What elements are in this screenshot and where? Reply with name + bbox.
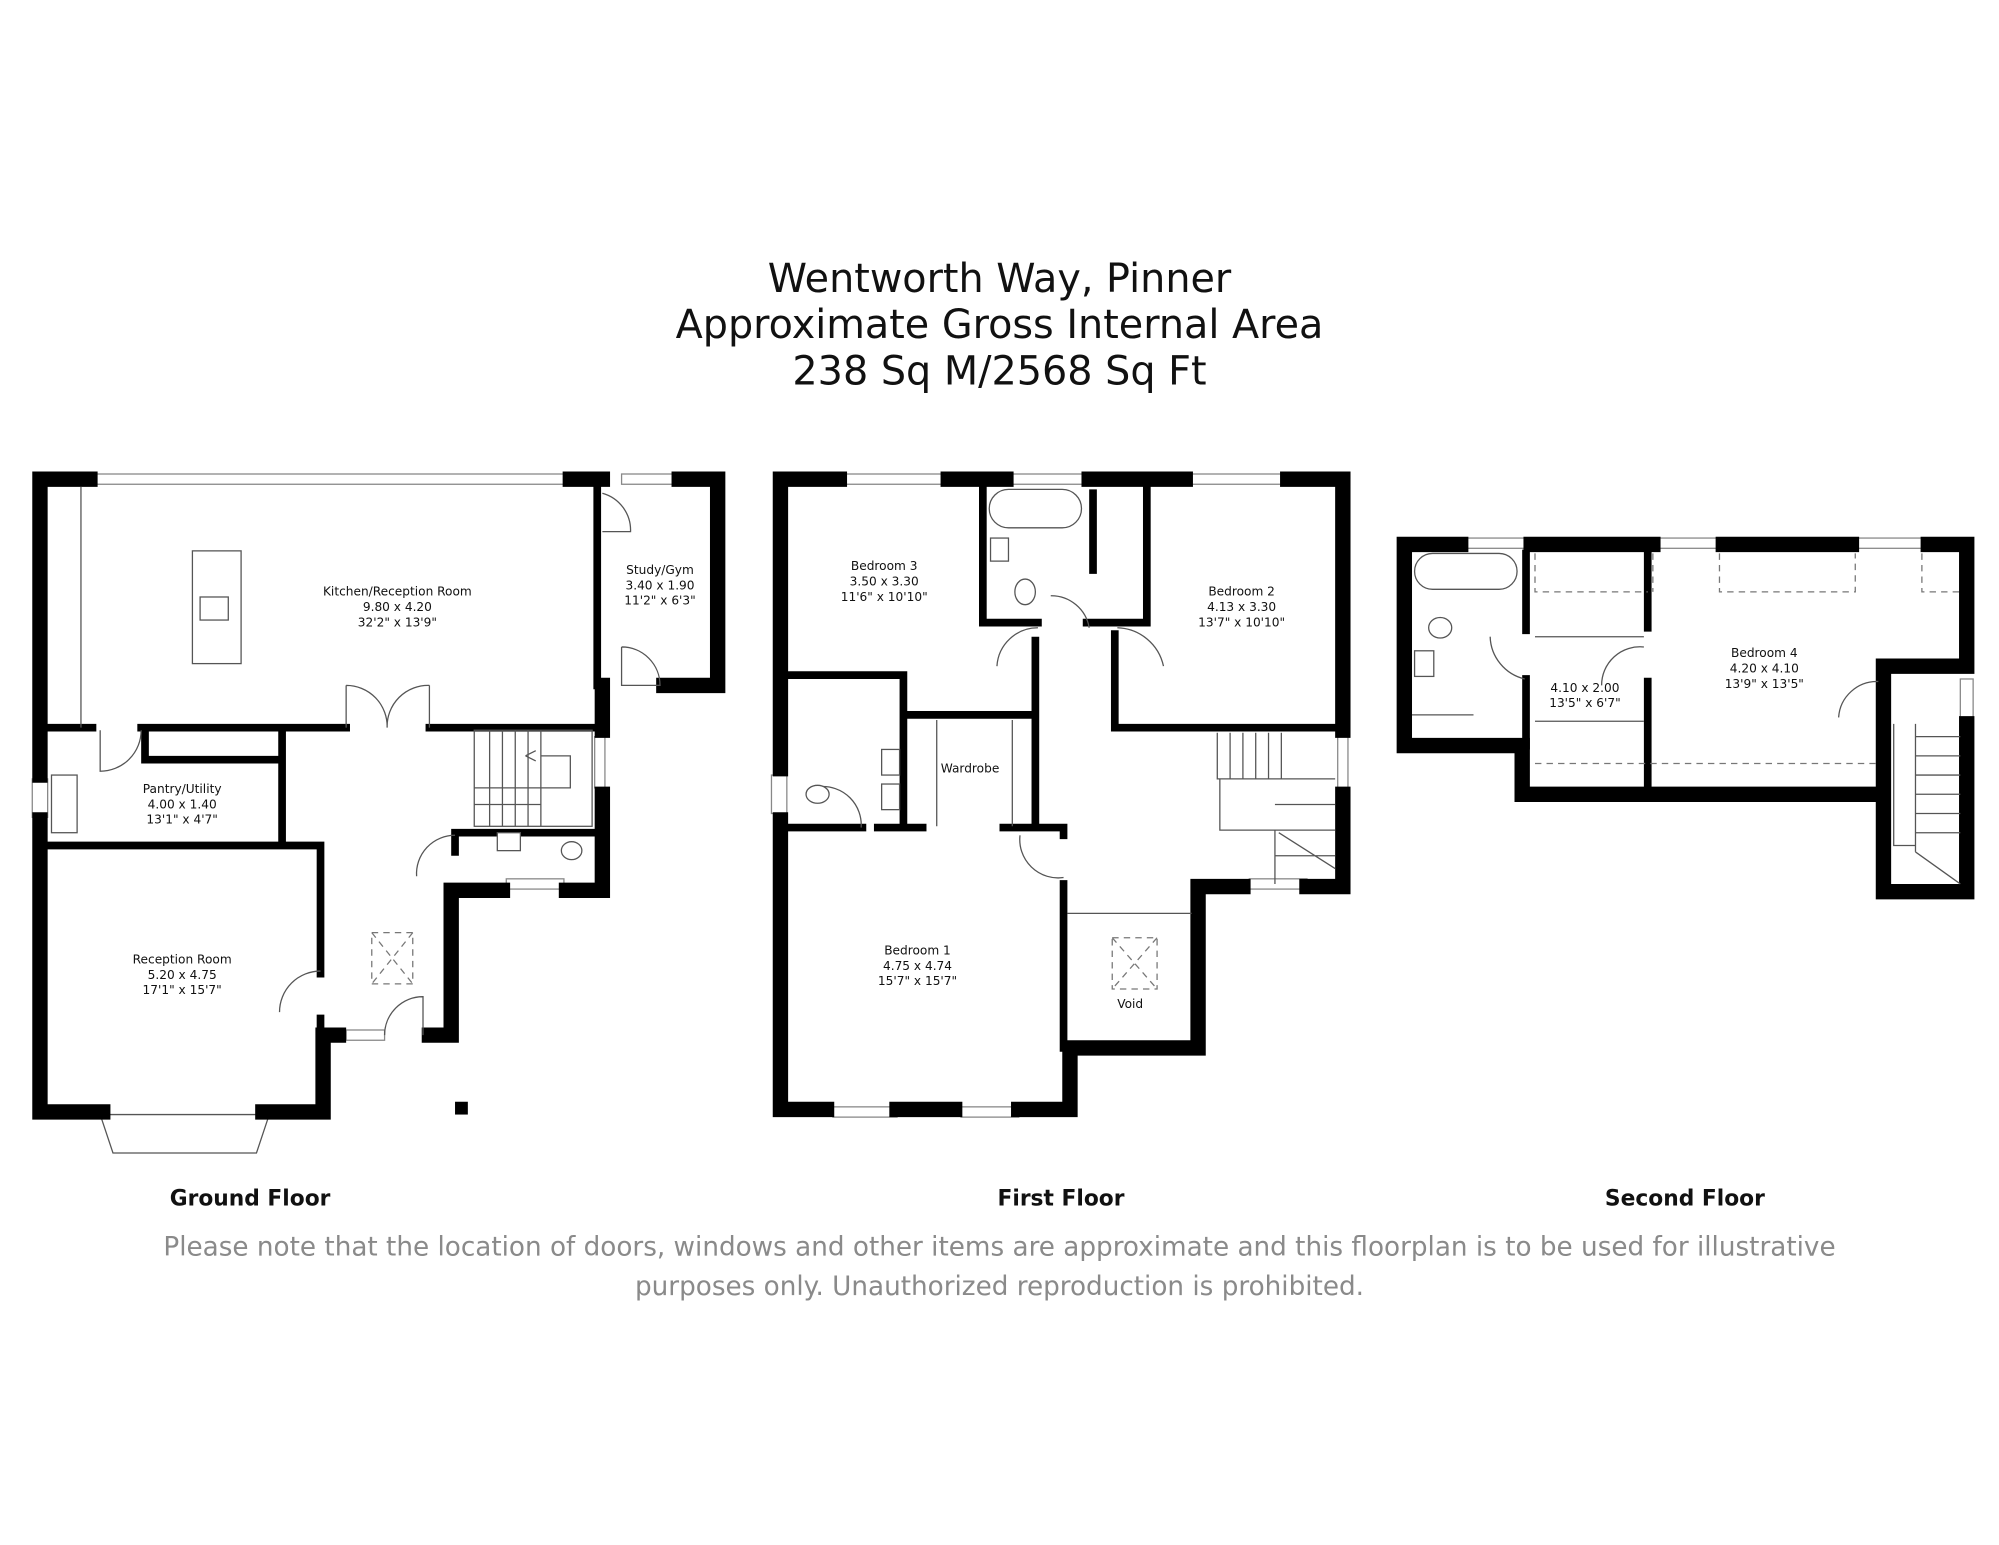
room-metric: 3.40 x 1.90 <box>625 578 694 592</box>
window <box>845 473 943 485</box>
staircase <box>473 729 593 827</box>
toilet-icon <box>1428 616 1453 639</box>
window <box>89 473 571 485</box>
toilet-icon <box>1014 578 1037 606</box>
door <box>415 834 456 877</box>
exterior-wall <box>772 471 1351 1118</box>
wardrobe-lines <box>936 719 1192 915</box>
room-imperial: 32'2" x 13'9" <box>358 615 437 629</box>
exterior-wall <box>421 471 726 1043</box>
interior-wall <box>43 828 600 1039</box>
window <box>770 774 788 815</box>
room-metric: 4.75 x 4.74 <box>883 959 952 973</box>
window <box>345 1029 386 1041</box>
room-metric: 5.20 x 4.75 <box>148 968 217 982</box>
washbasin-icon <box>880 748 901 776</box>
window <box>594 735 606 789</box>
exterior-wall <box>1396 536 1975 900</box>
toilet-icon <box>805 784 830 804</box>
window <box>832 1106 898 1118</box>
interior-wall <box>1522 549 1888 792</box>
second-floor-label: Second Floor <box>1605 1187 1765 1212</box>
window <box>505 878 565 890</box>
room-name: Bedroom 3 <box>851 559 918 573</box>
room-metric: 4.00 x 1.40 <box>148 797 217 811</box>
window <box>1959 678 1974 719</box>
first-floor-label: First Floor <box>998 1187 1125 1212</box>
interior-wall <box>43 482 607 843</box>
ground-floor-plan: Kitchen/Reception Room 9.80 x 4.20 32'2"… <box>31 471 726 1212</box>
header: Wentworth Way, Pinner Approximate Gross … <box>676 256 1324 394</box>
interior-wall <box>979 482 1151 627</box>
washbasin-icon <box>880 783 901 811</box>
room-name: Bedroom 4 <box>1731 646 1798 660</box>
wardrobe-lines <box>1534 636 1644 722</box>
room-imperial: 17'1" x 15'7" <box>143 983 222 997</box>
second-floor-plan: 4.10 x 2.00 13'5" x 6'7" Bedroom 4 4.20 … <box>1396 536 1975 1212</box>
door <box>99 730 142 772</box>
room-imperial: 11'6" x 10'10" <box>841 590 928 604</box>
washbasin-icon <box>496 832 522 852</box>
void-label: Void <box>1117 997 1143 1011</box>
room-imperial: 13'7" x 10'10" <box>1198 615 1285 629</box>
room-imperial: 13'9" x 13'5" <box>1725 677 1804 691</box>
toilet-icon <box>560 841 583 861</box>
interior-wall <box>780 630 1345 1052</box>
room-name: Kitchen/Reception Room <box>323 585 472 599</box>
disclaimer-line-2: purposes only. Unauthorized reproduction… <box>635 1272 1364 1302</box>
room-imperial: 15'7" x 15'7" <box>878 974 957 988</box>
window <box>1337 735 1349 789</box>
door <box>602 492 661 687</box>
window <box>1191 473 1282 485</box>
property-title: Wentworth Way, Pinner <box>768 256 1232 302</box>
room-name: Pantry/Utility <box>143 782 222 796</box>
window <box>1248 878 1308 890</box>
sink-drainer-icon <box>50 774 78 834</box>
window <box>1460 537 1526 549</box>
sink-icon <box>199 596 229 621</box>
window <box>960 1106 1020 1118</box>
bath-icon <box>988 488 1083 529</box>
staircase <box>1216 732 1336 884</box>
area-label: Approximate Gross Internal Area <box>676 302 1324 348</box>
washbasin-icon <box>1413 650 1435 678</box>
window <box>31 778 49 818</box>
room-name: Bedroom 2 <box>1208 585 1275 599</box>
door <box>1489 636 1879 718</box>
room-imperial: 13'5" x 6'7" <box>1549 696 1620 710</box>
room-name: Reception Room <box>133 952 232 966</box>
skylight <box>371 931 414 985</box>
room-imperial: 13'1" x 4'7" <box>146 813 217 827</box>
window <box>620 473 680 485</box>
first-floor-plan: Bedroom 3 3.50 x 3.30 11'6" x 10'10" Bed… <box>770 471 1351 1212</box>
room-metric: 4.13 x 3.30 <box>1207 600 1276 614</box>
door <box>383 996 424 1036</box>
room-metric: 4.10 x 2.00 <box>1550 681 1619 695</box>
washbasin-icon <box>989 537 1010 562</box>
room-metric: 3.50 x 3.30 <box>850 574 919 588</box>
window <box>1857 537 1923 549</box>
window <box>1011 473 1084 485</box>
eaves-line <box>1534 553 1961 765</box>
room-imperial: 11'2" x 6'3" <box>624 594 695 608</box>
room-name: Study/Gym <box>626 563 694 577</box>
door <box>278 970 321 1013</box>
exterior-wall <box>32 471 347 1120</box>
french-doors <box>345 684 431 728</box>
window <box>1658 537 1718 549</box>
room-name: Bedroom 1 <box>884 943 951 957</box>
room-metric: 4.20 x 4.10 <box>1730 662 1799 676</box>
wardrobe-label: Wardrobe <box>941 762 1000 776</box>
bath-icon <box>1413 552 1518 590</box>
ground-floor-label: Ground Floor <box>170 1187 331 1212</box>
disclaimer-line-1: Please note that the location of doors, … <box>163 1232 1835 1262</box>
bay-window <box>99 1113 271 1154</box>
pillar <box>455 1101 468 1115</box>
room-metric: 9.80 x 4.20 <box>363 600 432 614</box>
area-value: 238 Sq M/2568 Sq Ft <box>792 348 1206 394</box>
door <box>820 595 1165 879</box>
staircase <box>1893 723 1961 885</box>
skylight <box>1111 937 1158 990</box>
